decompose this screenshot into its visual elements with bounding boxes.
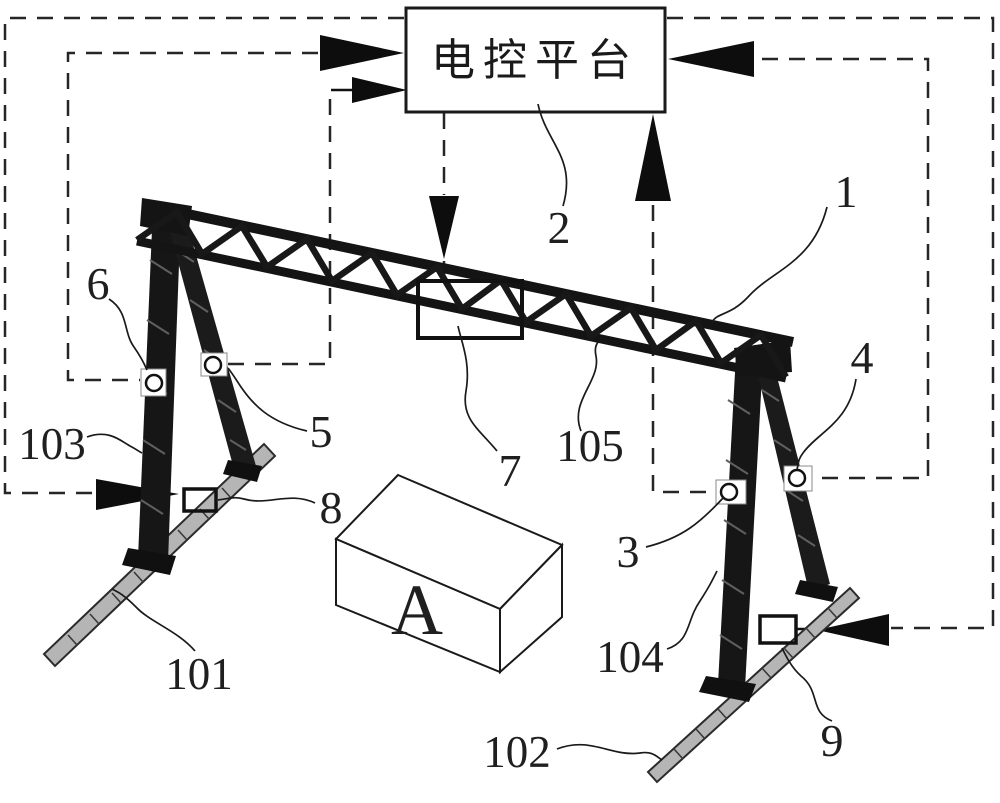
control-platform-label: 电控平台 [431, 35, 639, 86]
sensors [140, 279, 813, 645]
beam-top-chord [143, 200, 795, 347]
leader-103 [86, 433, 143, 454]
label-9: 9 [821, 715, 844, 766]
leader-lines [86, 103, 857, 761]
sensor5-signal-path [228, 91, 332, 366]
control-platform: 电控平台 [404, 6, 667, 114]
arrow-to-left-leg-actuator-icon [96, 479, 179, 510]
leader-5 [227, 367, 308, 432]
leader-102 [556, 743, 663, 761]
leader-3 [645, 496, 725, 548]
right-front-leg [718, 354, 763, 688]
leader-2 [537, 103, 568, 207]
leader-105 [577, 340, 600, 432]
leader-104 [666, 570, 718, 650]
load-box [334, 473, 564, 675]
beam-web-members [135, 207, 789, 379]
control-platform-box [404, 6, 667, 114]
label-105: 105 [556, 421, 624, 471]
sensor-3-icon [719, 482, 739, 502]
label-101: 101 [165, 649, 233, 699]
rail-sensor-9 [758, 614, 798, 645]
label-load-A: A [391, 570, 443, 650]
arrow-into-box-from-sensor5-icon [352, 77, 407, 103]
truss-beam [135, 200, 795, 383]
sensor-4-icon [787, 468, 807, 488]
label-7: 7 [499, 445, 522, 496]
sensor3-signal-path [651, 205, 717, 494]
label-1: 1 [835, 166, 858, 217]
leader-7 [457, 325, 498, 452]
arrow-into-box-from-sensor6-icon [320, 35, 404, 71]
right-front-leg-hatch [719, 399, 751, 650]
right-rear-leg-hatch [761, 389, 816, 547]
label-2: 2 [548, 202, 571, 253]
leader-1 [711, 206, 828, 323]
sensor-5-icon [203, 355, 223, 375]
right-front-foot [699, 676, 756, 702]
label-4: 4 [851, 332, 874, 383]
sensor6-signal-path [66, 51, 318, 382]
rail-sensor-8 [182, 487, 218, 513]
arrow-down-to-beam-sensor-icon [429, 196, 459, 259]
load-box-side-face [499, 542, 563, 675]
outer-control-loop-left [3, 16, 404, 495]
arrow-to-right-rail-actuator-icon [817, 614, 889, 646]
left-front-foot [122, 548, 176, 575]
label-3: 3 [617, 526, 640, 577]
beam-detection-zone-7 [416, 279, 524, 340]
arrow-into-box-from-sensor4-icon [668, 41, 754, 77]
label-6: 6 [87, 258, 110, 309]
leader-6 [108, 298, 148, 371]
outer-control-loop-right [667, 16, 995, 630]
flow-arrows [96, 35, 889, 646]
arrow-up-into-box-from-sensor3-icon [635, 114, 671, 201]
leader-101 [111, 588, 196, 652]
label-103: 103 [18, 419, 86, 469]
leader-9 [781, 647, 833, 722]
leader-4 [796, 378, 857, 470]
sensor-6-icon [144, 373, 164, 393]
leader-8 [217, 496, 316, 504]
label-102: 102 [483, 727, 551, 777]
label-8: 8 [320, 482, 343, 533]
right-rear-foot [795, 580, 838, 602]
part-number-labels: 1 2 3 4 5 6 7 8 9 101 102 103 104 105 A [18, 166, 873, 777]
left-rear-foot [223, 460, 262, 482]
sensor4-signal-path [762, 57, 930, 480]
label-5: 5 [310, 406, 333, 457]
left-rear-leg [164, 210, 256, 473]
label-104: 104 [596, 632, 664, 682]
